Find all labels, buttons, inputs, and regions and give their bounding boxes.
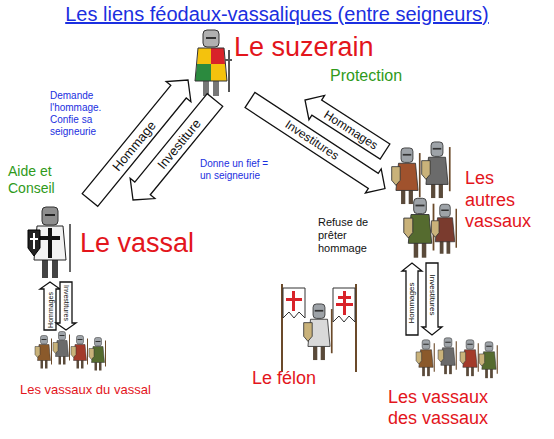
suzerain-node: Le suzerain [188, 30, 388, 100]
node-title: Les autres vassaux [465, 168, 545, 233]
role-note: Aide et Conseil [8, 163, 80, 197]
arrow-label: Hommages [47, 291, 54, 329]
soldier-figure [416, 340, 434, 376]
hollow-arrow [402, 263, 422, 335]
hollow-arrow [130, 94, 223, 200]
vassals-vassals-node: Les vassaux des vassaux [383, 335, 543, 432]
vassal-vassals-node: Les vassaux du vassal [18, 330, 168, 401]
soldier-figure [438, 338, 456, 374]
soldier-figure [460, 340, 478, 376]
node-title: Le suzerain [234, 32, 374, 63]
hollow-arrow [245, 92, 385, 192]
arrow-label: Investitures [428, 274, 436, 317]
node-title: Le félon [252, 368, 316, 389]
soldier-figure [304, 304, 332, 360]
vassal-node: Le vassal [22, 200, 202, 282]
soldier-figure [89, 338, 106, 371]
action-note: Demande l'hommage. Confie sa seigneurie [50, 90, 114, 138]
soldier-figure [392, 148, 420, 204]
hollow-arrow [422, 263, 442, 335]
other-vassals-node: Les autres vassaux [385, 138, 550, 263]
node-title: Les vassaux du vassal [20, 383, 151, 398]
soldier-figure [404, 198, 434, 257]
vassal-figure [28, 207, 70, 278]
soldier-figure [53, 332, 70, 365]
vassal-vassals-figure [35, 332, 106, 371]
hollow-arrow [56, 282, 76, 330]
suzerain-figure [195, 30, 232, 96]
soldier-figure [35, 336, 52, 369]
soldier-figure [422, 142, 450, 198]
arrow-label: Investitures [63, 284, 70, 322]
diagram-title: Les liens féodaux-vassaliques (entre sei… [65, 3, 489, 26]
arrow-label: Hommages [408, 282, 416, 325]
felon-note: Refuse de prêter hommage [318, 216, 376, 256]
soldier-figure [479, 342, 497, 378]
action-note: Donne un fief = un seigneurie [200, 158, 278, 182]
soldier-figure [71, 336, 88, 369]
soldier-figure [432, 204, 457, 254]
role-note: Protection [330, 66, 402, 85]
vassals-vassals-figure [416, 338, 497, 378]
felon-figure [282, 284, 356, 372]
other-vassals-figure [392, 142, 457, 258]
felon-node: Le félon [250, 282, 362, 392]
node-title: Les vassaux des vassaux [388, 387, 506, 428]
node-title: Le vassal [80, 228, 194, 259]
